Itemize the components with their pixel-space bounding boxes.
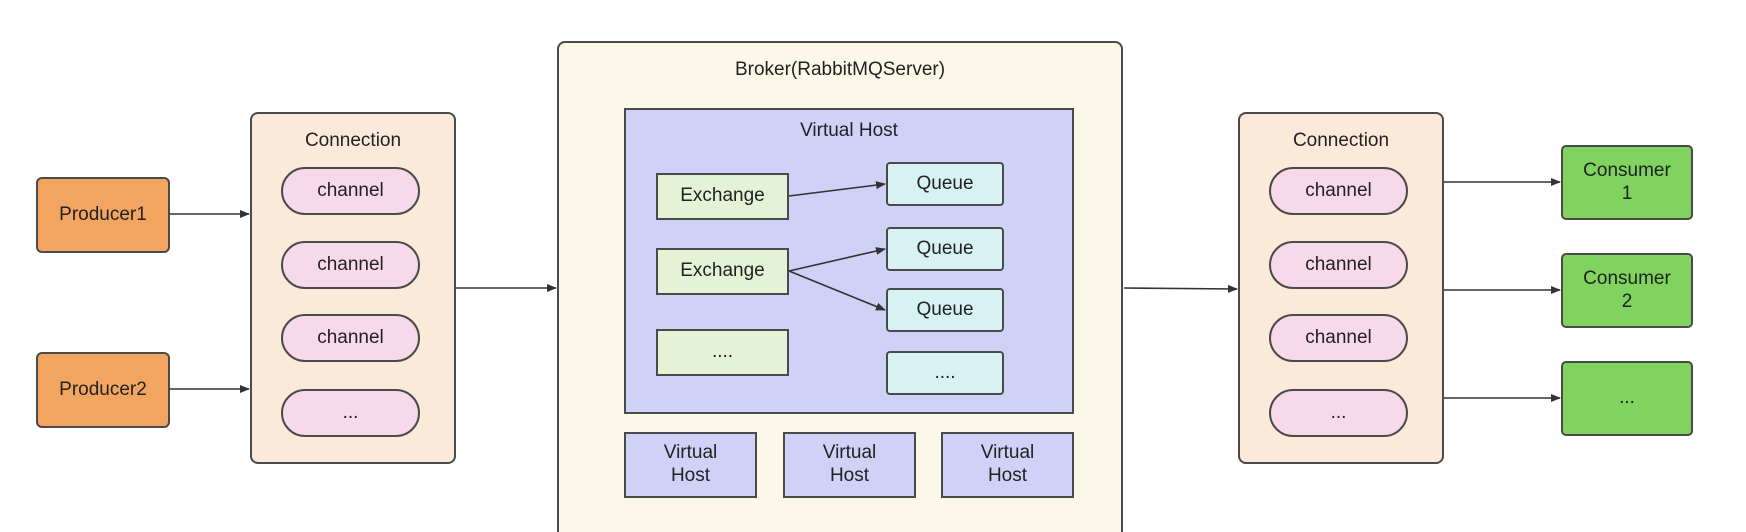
connection-right-title: Connection <box>1292 130 1390 151</box>
queue-4: .... <box>886 351 1004 395</box>
exchange-3: .... <box>656 329 789 376</box>
queue-2-label: Queue <box>916 237 974 259</box>
consumer-3: ... <box>1561 361 1693 436</box>
left-channel-3-label: channel <box>317 326 384 348</box>
virtual-host-2-label: Virtual Host <box>663 442 718 486</box>
producer-1-label: Producer1 <box>59 203 147 225</box>
virtual-host-3: Virtual Host <box>783 432 916 498</box>
queue-3-label: Queue <box>916 298 974 320</box>
right-channel-2-label: channel <box>1305 253 1372 275</box>
exchange-3-label: .... <box>711 341 734 363</box>
consumer-2-label: Consumer 2 <box>1583 267 1671 312</box>
consumer-2: Consumer 2 <box>1561 253 1693 328</box>
producer-2-label: Producer2 <box>59 378 147 400</box>
virtual-host-4-label: Virtual Host <box>980 442 1035 486</box>
consumer-3-label: ... <box>1619 387 1635 409</box>
left-channel-1-label: channel <box>317 179 384 201</box>
exchange-1: Exchange <box>656 173 789 220</box>
queue-1-label: Queue <box>916 172 974 194</box>
virtual-host-main-title: Virtual Host <box>800 120 898 141</box>
right-channel-3-label: channel <box>1305 326 1372 348</box>
queue-4-label: .... <box>934 361 956 383</box>
right-channel-1-label: channel <box>1305 179 1372 201</box>
broker-title: Broker(RabbitMQServer) <box>734 59 946 80</box>
right-channel-1: channel <box>1269 167 1408 215</box>
left-channel-2: channel <box>281 241 420 289</box>
virtual-host-2: Virtual Host <box>624 432 757 498</box>
right-channel-4: ... <box>1269 389 1408 437</box>
virtual-host-4: Virtual Host <box>941 432 1074 498</box>
left-channel-3: channel <box>281 314 420 362</box>
virtual-host-3-label: Virtual Host <box>822 442 877 486</box>
exchange-1-label: Exchange <box>680 185 765 207</box>
exchange-2: Exchange <box>656 248 789 295</box>
exchange-2-label: Exchange <box>680 260 765 282</box>
right-channel-2: channel <box>1269 241 1408 289</box>
producer-1: Producer1 <box>36 177 170 253</box>
left-channel-1: channel <box>281 167 420 215</box>
consumer-1: Consumer 1 <box>1561 145 1693 220</box>
left-channel-2-label: channel <box>317 253 384 275</box>
connection-left-title: Connection <box>304 130 402 151</box>
consumer-1-label: Consumer 1 <box>1583 159 1671 204</box>
queue-3: Queue <box>886 288 1004 332</box>
arrow-broker-to-connection <box>1123 284 1238 293</box>
right-channel-3: channel <box>1269 314 1408 362</box>
right-channel-4-label: ... <box>1330 401 1347 423</box>
left-channel-4: ... <box>281 389 420 437</box>
queue-1: Queue <box>886 162 1004 206</box>
left-channel-4-label: ... <box>342 401 359 423</box>
queue-2: Queue <box>886 227 1004 271</box>
producer-2: Producer2 <box>36 352 170 428</box>
